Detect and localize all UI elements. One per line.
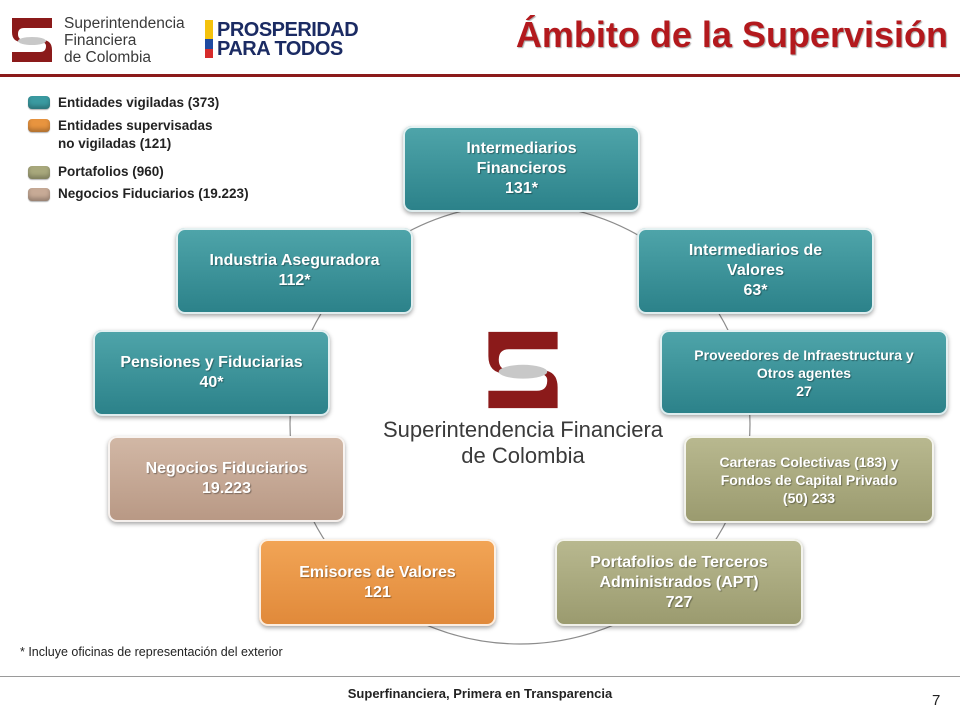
box-line: Industria Aseguradora [209, 252, 380, 269]
box-line: Negocios Fiduciarios [145, 460, 308, 477]
legend-swatch-supervisadas [28, 119, 50, 132]
box-line: Portafolios de Terceros [590, 553, 768, 571]
page-number: 7 [932, 692, 941, 709]
sfc-logo: Superintendencia Financiera de Colombia [8, 14, 185, 66]
sfc-logo-line-1: Superintendencia [64, 15, 185, 32]
box-line: Intermediarios [466, 140, 577, 157]
box-portafolios-terceros[interactable]: Portafolios de Terceros Administrados (A… [555, 539, 803, 626]
sfc-logo-mark-icon [12, 18, 52, 62]
box-line: Fondos de Capital Privado [720, 471, 898, 488]
box-line: Administrados (APT) [599, 573, 759, 591]
box-value: 727 [665, 593, 693, 611]
sfc-logo-line-3: de Colombia [64, 49, 152, 66]
legend-label-supervisadas-1: Entidades supervisadas [58, 118, 213, 133]
box-line: Valores [727, 262, 784, 279]
legend-label-supervisadas-2: no vigiladas (121) [58, 136, 172, 151]
center-logo-line-2: de Colombia [461, 443, 585, 468]
box-value: 27 [796, 382, 812, 399]
footer-text: Superfinanciera, Primera en Transparenci… [347, 686, 613, 701]
legend-label-negocios: Negocios Fiduciarios (19.223) [58, 186, 249, 201]
footer-divider [0, 676, 960, 677]
box-line: Intermediarios de [688, 242, 823, 259]
box-value: (50) 233 [782, 489, 836, 506]
box-line: Proveedores de Infraestructura y [694, 346, 914, 363]
box-value: 131* [505, 180, 538, 197]
box-line: Emisores de Valores [299, 563, 456, 581]
page-title: Ámbito de la Supervisión [515, 14, 948, 55]
center-sfc-mark-icon [488, 331, 558, 409]
prosperidad-line-1: PROSPERIDAD [217, 19, 359, 41]
box-value: 63* [743, 282, 768, 299]
box-line: Otros agentes [756, 364, 852, 381]
header-divider [0, 74, 960, 77]
box-industria-aseguradora[interactable]: Industria Aseguradora 112* [176, 228, 413, 314]
box-intermediarios-financieros[interactable]: Intermediarios Financieros 131* [403, 126, 640, 212]
legend-swatch-negocios [28, 188, 50, 201]
box-value: 121 [364, 583, 391, 601]
box-value: 112* [278, 272, 311, 289]
box-proveedores-infraestructura[interactable]: Proveedores de Infraestructura y Otros a… [660, 330, 948, 415]
box-value: 19.223 [202, 480, 251, 497]
footnote: * Incluye oficinas de representación del… [20, 645, 283, 659]
legend-swatch-vigiladas [28, 96, 50, 109]
legend-label-vigiladas: Entidades vigiladas (373) [58, 95, 220, 110]
center-logo-line-1: Superintendencia Financiera [382, 417, 664, 442]
colombia-flag-icon [205, 20, 213, 58]
box-line: Carteras Colectivas (183) y [719, 453, 899, 470]
box-intermediarios-valores[interactable]: Intermediarios de Valores 63* [637, 228, 874, 314]
sfc-logo-line-2: Financiera [64, 32, 137, 49]
box-carteras-colectivas[interactable]: Carteras Colectivas (183) y Fondos de Ca… [684, 436, 934, 523]
prosperidad-logo: PROSPERIDAD PARA TODOS [205, 18, 359, 62]
box-line: Pensiones y Fiduciarias [120, 354, 303, 371]
prosperidad-line-2: PARA TODOS [217, 38, 343, 60]
center-sfc-logo: Superintendencia Financiera de Colombia [378, 325, 668, 468]
legend-swatch-portafolios [28, 166, 50, 179]
box-value: 40* [199, 374, 224, 391]
box-pensiones-fiduciarias[interactable]: Pensiones y Fiduciarias 40* [93, 330, 330, 416]
box-line: Financieros [476, 160, 567, 177]
box-emisores-valores[interactable]: Emisores de Valores 121 [259, 539, 496, 626]
legend-label-portafolios: Portafolios (960) [58, 164, 164, 179]
box-negocios-fiduciarios[interactable]: Negocios Fiduciarios 19.223 [108, 436, 345, 522]
